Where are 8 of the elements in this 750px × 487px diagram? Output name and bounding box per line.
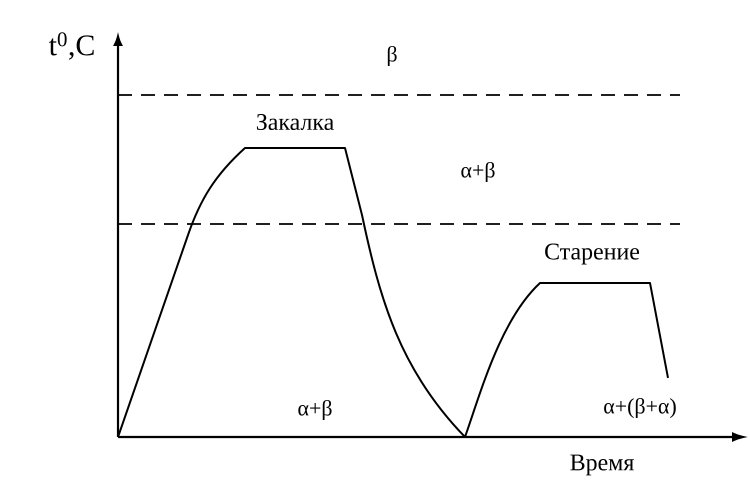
axis-label: Время: [570, 454, 634, 476]
region-label: α+β: [461, 162, 495, 182]
region-label: β: [388, 46, 397, 66]
stage-label: Старение: [545, 244, 640, 264]
region-label: α+(β+α): [604, 398, 676, 418]
stage-label: Закалка: [256, 114, 334, 130]
region-label: α+β: [298, 400, 332, 420]
axis-label: t$^{0}$,C: [48, 32, 94, 60]
